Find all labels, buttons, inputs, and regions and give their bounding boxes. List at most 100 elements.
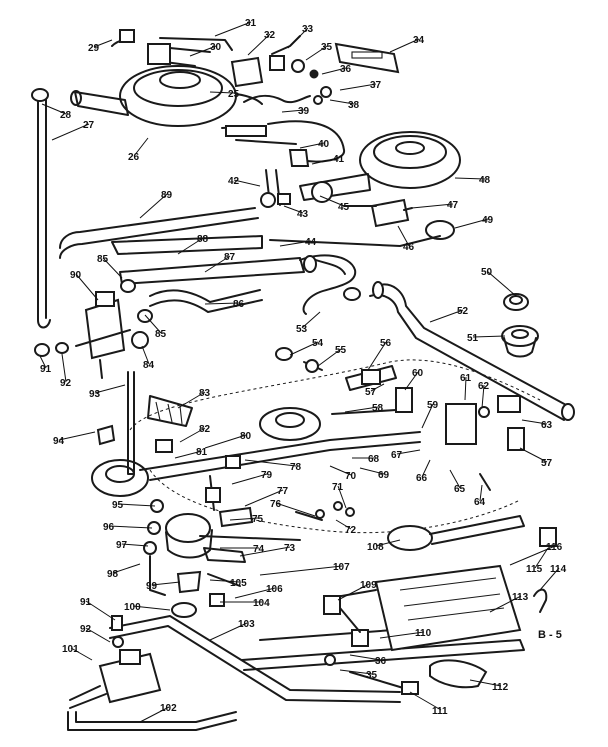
- electrode-104-106: [207, 573, 241, 607]
- left-rear-burner: [70, 65, 263, 127]
- callout-p56: 56: [380, 338, 392, 349]
- callout-p34: 34: [413, 35, 425, 46]
- gas-line-27: [31, 88, 51, 329]
- leader-line-p56: [367, 341, 387, 371]
- callout-p106: 106: [266, 584, 283, 595]
- callout-p108: 108: [367, 542, 384, 553]
- callout-p91b: 91: [80, 597, 92, 608]
- leader-line-p78: [244, 459, 297, 467]
- manifold-88: [111, 235, 263, 255]
- callout-p65: 65: [454, 484, 466, 495]
- leader-line-p80: [204, 434, 247, 449]
- callout-p42: 42: [228, 176, 240, 187]
- callout-p103: 103: [238, 619, 255, 630]
- callout-p66: 66: [416, 473, 428, 484]
- leader-line-p59: [421, 403, 434, 429]
- callout-p35: 35: [321, 42, 333, 53]
- callout-p48: 48: [479, 175, 491, 186]
- callout-p57a: 57: [365, 387, 377, 398]
- callout-p44: 44: [305, 237, 317, 248]
- leader-line-p57b: [519, 447, 548, 463]
- coupling-elbow-53: [299, 254, 361, 315]
- manifold-52: [369, 281, 575, 421]
- callout-p25: 25: [228, 89, 240, 100]
- callout-p64: 64: [474, 497, 486, 508]
- leader-line-p106: [234, 587, 276, 599]
- callout-p36b: 36: [375, 656, 387, 667]
- leader-line-p40: [299, 142, 325, 149]
- leader-line-p58: [344, 406, 379, 413]
- callout-p83: 83: [199, 388, 211, 399]
- leader-line-p114: [539, 567, 560, 591]
- callout-p45: 45: [338, 202, 350, 213]
- callout-p50: 50: [481, 267, 493, 278]
- leader-line-p64: [479, 484, 483, 502]
- tube-39: [243, 94, 311, 104]
- callout-p105: 105: [230, 578, 247, 589]
- leader-line-p73: [239, 546, 291, 557]
- leader-line-p79: [231, 473, 268, 485]
- callout-p47: 47: [447, 200, 459, 211]
- callout-p114: 114: [550, 564, 567, 575]
- callout-p113: 113: [512, 592, 529, 603]
- leader-line-p36: [321, 67, 347, 75]
- callout-p62: 62: [478, 381, 490, 392]
- callout-p99: 99: [146, 581, 158, 592]
- leader-line-p93: [94, 384, 126, 394]
- leader-line-p96: [108, 525, 153, 529]
- callout-p116: 116: [546, 542, 563, 553]
- leader-line-p92b: [85, 627, 111, 643]
- leader-line-p83: [177, 391, 206, 409]
- leader-line-p52: [429, 309, 464, 323]
- callout-p95: 95: [112, 500, 124, 511]
- leader-line-p76: [275, 502, 316, 517]
- callout-p70: 70: [345, 471, 357, 482]
- switch-bracket-34: [334, 42, 400, 74]
- callout-p61: 61: [460, 373, 472, 384]
- callout-p101: 101: [62, 644, 79, 655]
- callout-p46: 46: [403, 242, 415, 253]
- leader-line-p71: [337, 485, 347, 509]
- leader-line-p112: [469, 679, 502, 687]
- leader-line-p67: [396, 449, 421, 455]
- leader-line-p36b: [349, 654, 382, 661]
- callout-p30: 30: [210, 42, 222, 53]
- fittings-35-36-lower: [324, 654, 419, 695]
- leader-line-p94: [58, 431, 96, 441]
- leader-line-p82: [179, 427, 206, 443]
- callout-p49: 49: [482, 215, 494, 226]
- drip-bracket-108: [387, 515, 525, 551]
- leader-line-p62: [481, 384, 485, 409]
- leader-line-p61: [464, 376, 467, 401]
- callout-p32: 32: [264, 30, 276, 41]
- leader-line-p47: [411, 203, 454, 209]
- callout-p69: 69: [378, 470, 390, 481]
- leader-line-p100: [132, 605, 171, 611]
- callout-p58: 58: [372, 403, 384, 414]
- callout-p84: 84: [143, 360, 155, 371]
- callout-p79: 79: [261, 470, 273, 481]
- leader-line-p51: [472, 335, 506, 338]
- leader-line-p45: [319, 195, 345, 207]
- leader-line-p55: [317, 348, 342, 367]
- manifold-89: [59, 207, 259, 259]
- safety-valve-109-110: [323, 595, 369, 647]
- callout-p107: 107: [333, 562, 350, 573]
- fitting-99-100: [171, 570, 202, 618]
- leader-line-p97: [121, 543, 149, 547]
- callout-p111: 111: [432, 706, 448, 717]
- leader-line-p35: [305, 45, 328, 61]
- leader-line-p111: [409, 691, 442, 711]
- leader-line-p66: [421, 459, 431, 478]
- callout-p78: 78: [290, 462, 302, 473]
- elbow-85: [120, 279, 153, 323]
- tube-44: [269, 235, 441, 247]
- callout-p80: 80: [240, 431, 252, 442]
- callout-p88: 88: [197, 234, 209, 245]
- callout-p96: 96: [103, 522, 115, 533]
- leader-line-p89: [139, 193, 168, 219]
- leader-line-p69: [359, 467, 385, 475]
- leader-line-p65: [449, 469, 461, 489]
- leader-line-p86: [204, 302, 240, 305]
- cap-51: [501, 325, 539, 358]
